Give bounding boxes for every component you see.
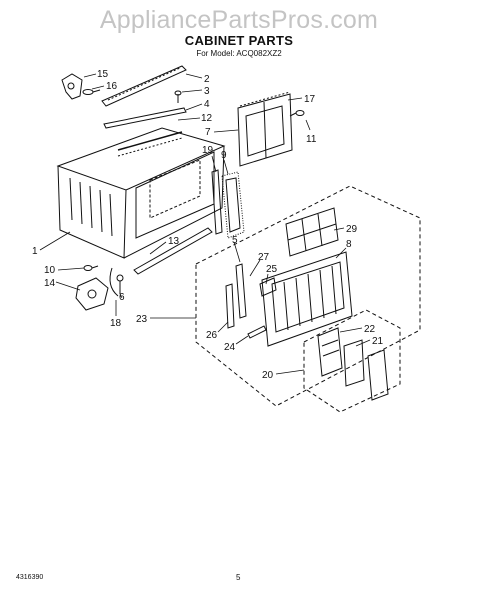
part-strip-26 [225, 283, 235, 329]
callout-22: 22 [364, 324, 376, 335]
part-screw-10 [83, 265, 99, 271]
callout-27: 27 [258, 252, 270, 263]
callout-19: 19 [202, 145, 214, 156]
callout-6: 6 [119, 292, 125, 303]
callout-3: 3 [204, 86, 210, 97]
callout-17: 17 [304, 94, 316, 105]
part-window-frame [237, 91, 293, 167]
watermark: AppliancePartsPros.com [99, 6, 379, 34]
part-rail-bottom [133, 227, 213, 275]
part-clip-6 [116, 274, 124, 294]
callout-16: 16 [106, 81, 118, 92]
callout-14: 14 [44, 278, 56, 289]
model-subtitle: For Model: ACQ082XZ2 [196, 49, 282, 58]
callout-8: 8 [346, 239, 352, 250]
callout-10: 10 [44, 265, 56, 276]
callout-4: 4 [204, 99, 210, 110]
part-cord-18 [109, 267, 119, 297]
part-control-outline [303, 309, 401, 413]
callout-7: 7 [205, 127, 211, 138]
part-control-panel-22 [317, 327, 343, 377]
part-rail-middle [103, 107, 187, 129]
callout-13: 13 [168, 236, 180, 247]
part-strip-5 [235, 263, 247, 319]
part-filter-29 [285, 207, 339, 257]
page-number: 5 [236, 573, 241, 582]
part-screw-11 [289, 110, 305, 117]
callout-24: 24 [224, 342, 236, 353]
callout-12: 12 [201, 113, 213, 124]
part-knob-25 [259, 277, 277, 297]
part-screw [174, 90, 182, 103]
callout-20: 20 [262, 370, 274, 381]
callout-29: 29 [346, 224, 358, 235]
callout-5: 5 [232, 235, 238, 246]
part-front-grille-8 [261, 251, 353, 347]
document-number: 4316390 [16, 574, 44, 581]
page-title: CABINET PARTS [184, 33, 294, 48]
callout-1: 1 [32, 246, 38, 257]
callout-2: 2 [204, 74, 210, 85]
callout-18: 18 [110, 318, 122, 329]
callout-21: 21 [372, 336, 384, 347]
callout-25: 25 [266, 264, 278, 275]
part-bracket-14 [75, 277, 109, 311]
callout-11: 11 [306, 134, 317, 145]
part-bracket [61, 73, 101, 100]
leader-lines [39, 73, 371, 375]
part-rod-24 [247, 325, 267, 339]
part-seal-9 [221, 171, 245, 239]
callout-23: 23 [136, 314, 148, 325]
part-rail-top [101, 65, 187, 107]
callout-26: 26 [206, 330, 218, 341]
callout-15: 15 [97, 69, 109, 80]
part-knobs-21 [343, 339, 389, 401]
callout-labels: 15 16 2 3 4 12 17 7 11 19 9 1 13 10 14 6… [32, 69, 384, 381]
part-cabinet [56, 127, 226, 259]
callout-9: 9 [221, 150, 227, 161]
part-assembly-outline [195, 185, 421, 407]
